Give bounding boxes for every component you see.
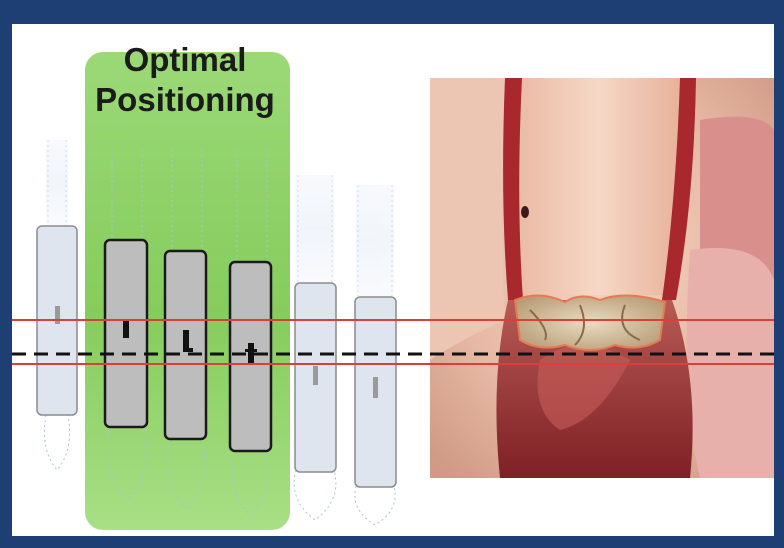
panel-title-line1: Optimal: [85, 40, 285, 80]
valve-marker-icon: [248, 343, 254, 363]
valve-optimal-1: [105, 240, 147, 427]
panel-title-line2: Positioning: [85, 80, 285, 120]
valve-marker-icon: [313, 366, 318, 385]
valve-optimal-3: [230, 262, 271, 451]
anatomy-illustration: [430, 78, 774, 478]
valve-suboptimal-right-1: [295, 283, 336, 472]
valve-marker-icon: [55, 306, 60, 324]
valve-suboptimal-right-2: [355, 297, 396, 487]
valve-marker-icon: [123, 319, 129, 338]
panel-title: Optimal Positioning: [85, 40, 285, 120]
valve-marker-icon: [373, 377, 378, 398]
valve-optimal-2: [165, 251, 206, 439]
